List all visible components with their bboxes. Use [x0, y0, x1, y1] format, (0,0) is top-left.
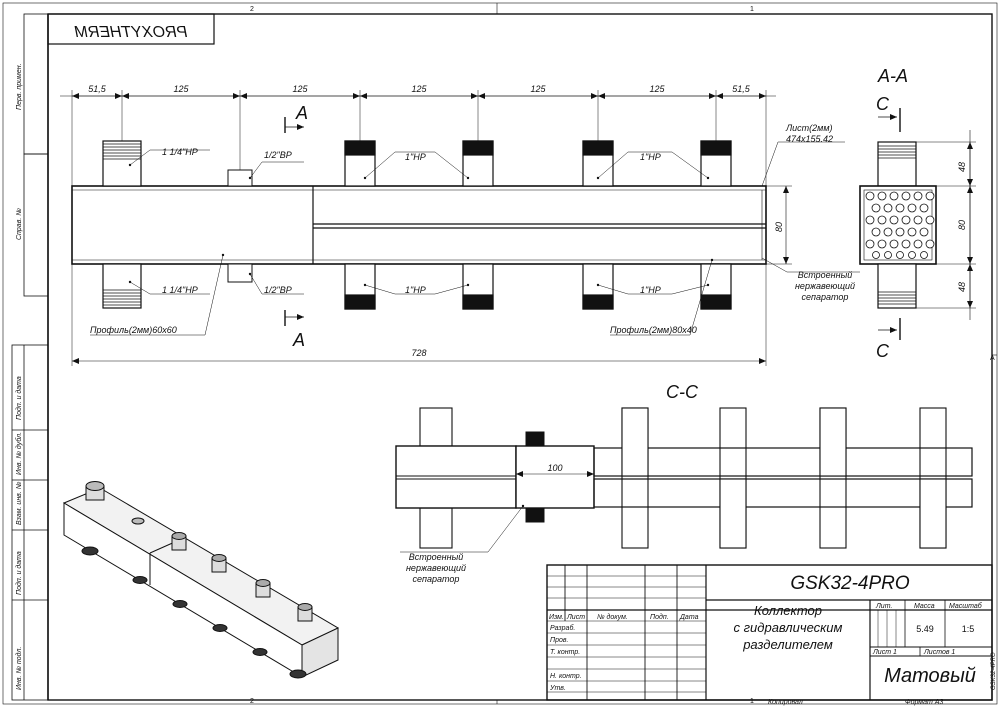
- dim-height: 80: [774, 222, 784, 232]
- isometric-view: [62, 481, 340, 679]
- pipe-top-large: [102, 140, 142, 187]
- side-label-reference: Справ. №: [16, 208, 23, 240]
- side-label-dup-inv: Инв. № дубл.: [15, 432, 23, 475]
- dim-top-7: 51,5: [732, 84, 751, 94]
- section-a-top-label: A: [295, 103, 308, 123]
- callout-top-group2: 1"НР: [640, 152, 661, 162]
- section-c-top-label: C: [876, 94, 890, 114]
- pipe-bottom-3: [582, 263, 614, 310]
- callout-top-group1: 1"НР: [405, 152, 426, 162]
- callout-bottom-group2: 1"НР: [640, 285, 661, 295]
- tb-scale-value: 1:5: [962, 624, 975, 634]
- tb-mass-label: Масса: [914, 603, 935, 610]
- side-strip: [11, 13, 49, 701]
- zone-top-right: 1: [750, 6, 754, 13]
- callout-separator-line1: Встроенный: [798, 270, 852, 280]
- tb-mass-value: 5.49: [916, 624, 934, 634]
- dim-aa-mid: 80: [957, 220, 967, 230]
- pipe-top-2: [462, 140, 494, 187]
- pipe-bottom-2: [462, 263, 494, 310]
- section-aa-view: A-A: [859, 66, 976, 361]
- title-block: [546, 564, 993, 701]
- section-aa-title: A-A: [877, 66, 908, 86]
- callout-top-half-inch: 1/2"ВР: [264, 150, 292, 160]
- callout-top-large-thread: 1 1/4"НР: [162, 147, 198, 157]
- pipe-top-3: [582, 140, 614, 187]
- tb-row-approved: Утв.: [549, 685, 566, 692]
- tb-col-date: Дата: [679, 614, 699, 621]
- callout-bottom-half-inch: 1/2"ВР: [264, 285, 292, 295]
- socket-bottom-half-inch: [227, 263, 253, 283]
- cc-separator-line1: Встроенный: [409, 552, 463, 562]
- tb-name-line3: разделителем: [742, 637, 833, 652]
- callout-sheet-line1: Лист(2мм): [785, 123, 833, 133]
- main-view: 51,5 125 125 125 125 125 51,5 728 80: [60, 84, 860, 366]
- side-label-first-use: Перв. примен.: [16, 63, 23, 110]
- tb-col-doc: № докум.: [597, 613, 628, 621]
- cc-separator-line2: нержавеющий: [406, 563, 466, 573]
- separator-holes: [865, 191, 935, 259]
- tb-col-sign: Подп.: [650, 613, 669, 621]
- tb-sheet-label: Лист 1: [872, 649, 897, 656]
- section-cc-title: C-C: [666, 382, 699, 402]
- tb-material: Матовый: [884, 665, 976, 687]
- tb-row-tcontrol: Т. контр.: [550, 649, 580, 656]
- tb-scale-label: Масштаб: [949, 602, 983, 610]
- callout-sheet-line2: 474x155.42: [786, 134, 833, 144]
- dim-top-1: 51,5: [88, 84, 107, 94]
- dim-top-5: 125: [530, 84, 546, 94]
- tb-sheets-label: Листов 1: [923, 649, 955, 656]
- zone-side: A: [990, 355, 995, 362]
- pipe-bottom-large: [102, 263, 142, 309]
- tb-name-line1: Коллектор: [754, 603, 822, 618]
- callout-separator-line3: сепаратор: [802, 292, 849, 302]
- dim-cc-separator: 100: [547, 463, 562, 473]
- dim-top-3: 125: [292, 84, 308, 94]
- side-label-orig-inv: Инв. № подл.: [15, 647, 23, 690]
- tb-side-code: GSK32-4PRO: [991, 652, 997, 690]
- section-cc-view: C-C: [395, 382, 973, 584]
- pipe-bottom-4: [700, 263, 732, 310]
- side-label-replace-inv: Взам. инв. №: [16, 481, 23, 525]
- zone-bottom-left: 2: [250, 698, 254, 705]
- dim-overall-length: 728: [411, 348, 426, 358]
- zone-bottom-right: 1: [750, 698, 754, 705]
- svg-text:PROXYTHERM: PROXYTHERM: [74, 24, 188, 41]
- dim-top-2: 125: [173, 84, 189, 94]
- socket-top-half-inch: [227, 169, 253, 187]
- dim-top-4: 125: [411, 84, 427, 94]
- tb-lit-label: Лит.: [875, 603, 892, 610]
- callout-profile-left: Профиль(2мм)60x60: [90, 325, 177, 335]
- proxytherm-stamp: PROXYTHERM: [47, 13, 215, 45]
- dim-aa-bottom: 48: [957, 282, 967, 292]
- zone-top-left: 2: [250, 6, 254, 13]
- cc-separator-line3: сепаратор: [413, 574, 460, 584]
- dim-aa-top: 48: [957, 162, 967, 172]
- tb-row-dev: Разраб.: [550, 624, 575, 632]
- tb-col-izm: Изм.: [549, 614, 564, 621]
- tb-copied: Копировал: [768, 699, 803, 706]
- pipe-top-1: [344, 140, 376, 187]
- tb-name-line2: с гидравлическим: [734, 620, 843, 635]
- tb-designation: GSK32-4PRO: [790, 573, 910, 594]
- section-a-bottom-label: A: [292, 330, 305, 350]
- section-marker-a: [284, 117, 304, 326]
- callout-bottom-group1: 1"НР: [405, 285, 426, 295]
- dim-top-6: 125: [649, 84, 665, 94]
- callout-bottom-large-thread: 1 1/4"НР: [162, 285, 198, 295]
- pipe-top-4: [700, 140, 732, 187]
- tb-row-ncontrol: Н. контр.: [550, 673, 582, 680]
- tb-col-list: Лист: [566, 614, 585, 621]
- tb-format: Формат А3: [905, 699, 943, 706]
- callout-separator-line2: нержавеющий: [795, 281, 855, 291]
- section-c-bottom-label: C: [876, 341, 890, 361]
- side-label-sign-date-2: Подп. и дата: [15, 551, 23, 595]
- callout-profile-right: Профиль(2мм)80x40: [610, 325, 697, 335]
- side-label-sign-date-1: Подп. и дата: [15, 376, 23, 420]
- tb-row-check: Пров.: [550, 637, 569, 644]
